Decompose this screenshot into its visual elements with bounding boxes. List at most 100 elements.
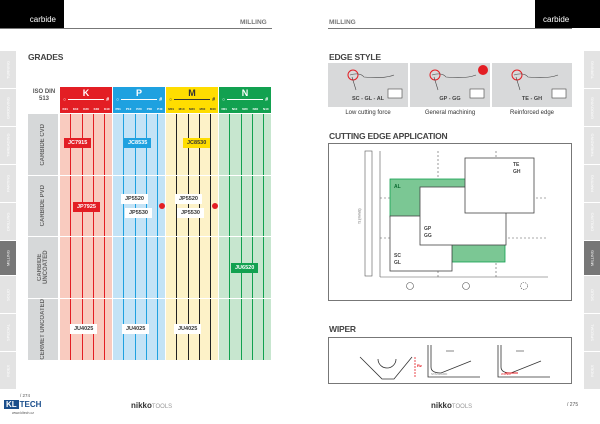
group-letter: P [135,88,142,98]
subgrade-label: K20 [83,106,89,111]
edge-style-card[interactable]: TE - GH [492,63,572,107]
kltech-logo: KL TECH [4,400,42,409]
side-tab[interactable]: DRILLING [0,202,16,240]
grade-chip[interactable]: JU4025 [174,324,202,334]
side-tab[interactable]: THREADING [584,126,600,164]
header-title-left: MILLING [240,19,267,26]
wiper-diagram: Rz STANDARD WIPER [328,337,572,384]
standard-label: STANDARD [431,372,448,376]
rz-label: Rz [417,363,422,368]
grade-chip[interactable]: JC8535 [124,138,152,148]
iso-label: ISO DIN 513 [32,89,56,102]
side-tab[interactable]: INDEX [0,351,16,389]
side-tab[interactable]: INDEX [584,351,600,389]
subgrade-label: K10 [72,106,79,111]
subgrade-label: P20 [136,106,142,111]
subgrade-label: K40 [104,106,110,111]
subgrade-label: M20 [189,106,195,111]
grade-chip[interactable]: JP5530 [125,208,152,218]
toughness-arrow-icon: ○# [222,96,268,103]
edge-code: GP - GG [439,96,461,102]
side-tab[interactable]: GROOVING [584,88,600,126]
grade-chip[interactable]: JU4025 [122,324,150,334]
label-gh: GH [513,169,521,175]
label-al: AL [394,184,401,190]
section-grades: GRADES [28,52,64,62]
page-number-left: / 274 [20,393,31,398]
grade-chip[interactable]: JC8530 [183,138,211,148]
edge-caption: General machining [424,110,476,116]
section-edge-style: EDGE STYLE [329,52,381,62]
grade-chip[interactable]: JP5520 [121,194,148,204]
y-axis-label: fz (mm/z) [357,208,362,224]
label-gp: GP [424,226,432,232]
label-gl: GL [394,260,401,266]
side-tab[interactable]: SOLID [0,275,16,313]
side-tab[interactable]: TURNING [0,50,16,88]
side-tab[interactable]: SPECIAL [0,313,16,351]
group-column-n [219,114,271,360]
side-tab[interactable]: THREADING [0,126,16,164]
grade-chip[interactable]: JC7915 [64,138,92,148]
row-label-uncoated: CARBIDE UNCOATED [28,236,58,298]
header-tag-right: carbide [535,0,600,28]
label-te: TE [513,162,520,168]
side-tab[interactable]: MILLING [0,240,16,275]
edge-caption: Reinforced edge [509,110,555,116]
website[interactable]: www.kltech.cz [12,411,34,415]
side-tab[interactable]: PARTING [584,164,600,202]
subgrade-label: M30 [199,106,206,111]
nikko-logo-right: nikkoTOOLS [431,401,473,410]
subgrade-label: P30 [146,106,153,111]
new-badge-icon [478,65,488,75]
edge-style-card[interactable]: SC - GL - AL [328,63,408,107]
subgrade-label: K01 [62,106,68,111]
side-tab[interactable]: SOLID [584,275,600,313]
subgrade-label: N01 [221,106,227,111]
side-tab[interactable]: TURNING [584,50,600,88]
label-sc: SC [394,253,401,259]
grade-chip[interactable]: JU4025 [70,324,98,334]
toughness-arrow-icon: ○# [169,96,215,103]
side-tab[interactable]: PARTING [0,164,16,202]
grade-chip[interactable]: JP5530 [177,208,204,218]
row-label-cvd: CARBIDE CVD [28,114,58,175]
group-column-p [113,114,165,360]
wiper-label: WIPER [501,372,511,376]
grade-chip[interactable]: JP5520 [175,194,202,204]
grade-chip[interactable]: JP7925 [73,202,100,212]
edge-style-card[interactable]: GP - GG [410,63,490,107]
toughness-arrow-icon: ○# [63,96,109,103]
subgrade-label: K30 [93,106,100,111]
subgrade-label: P01 [115,106,121,111]
group-column-k [60,114,112,360]
nikko-logo: nikkoTOOLS [131,401,173,410]
side-tab[interactable]: SPECIAL [584,313,600,351]
subgrade-label: M40 [209,106,216,111]
header-rule [0,28,272,29]
side-tab[interactable]: GROOVING [0,88,16,126]
page-number-right: / 275 [567,402,579,408]
group-letter: N [241,88,249,98]
side-tab[interactable]: MILLING [584,240,600,275]
subgrade-label: P40 [157,106,163,111]
header-tag-left: carbide [0,0,64,28]
cutting-edge-chart: fz (mm/z) AL TE GH GP GG SC GL [328,143,572,301]
section-wiper: WIPER [329,324,356,334]
group-letter: M [188,88,196,98]
toughness-arrow-icon: ○# [116,96,162,103]
subgrade-label: M01 [168,106,175,111]
row-label-cermet: CERMET UNCOATED [28,298,58,360]
label-gg: GG [424,233,432,239]
grade-chip[interactable]: JU6520 [231,263,259,273]
subgrade-label: N20 [242,106,248,111]
row-label-pvd: CARBIDE PVD [28,175,58,236]
subgrade-label: N40 [263,106,269,111]
subgrade-label: M10 [178,106,185,111]
side-tab[interactable]: DRILLING [584,202,600,240]
